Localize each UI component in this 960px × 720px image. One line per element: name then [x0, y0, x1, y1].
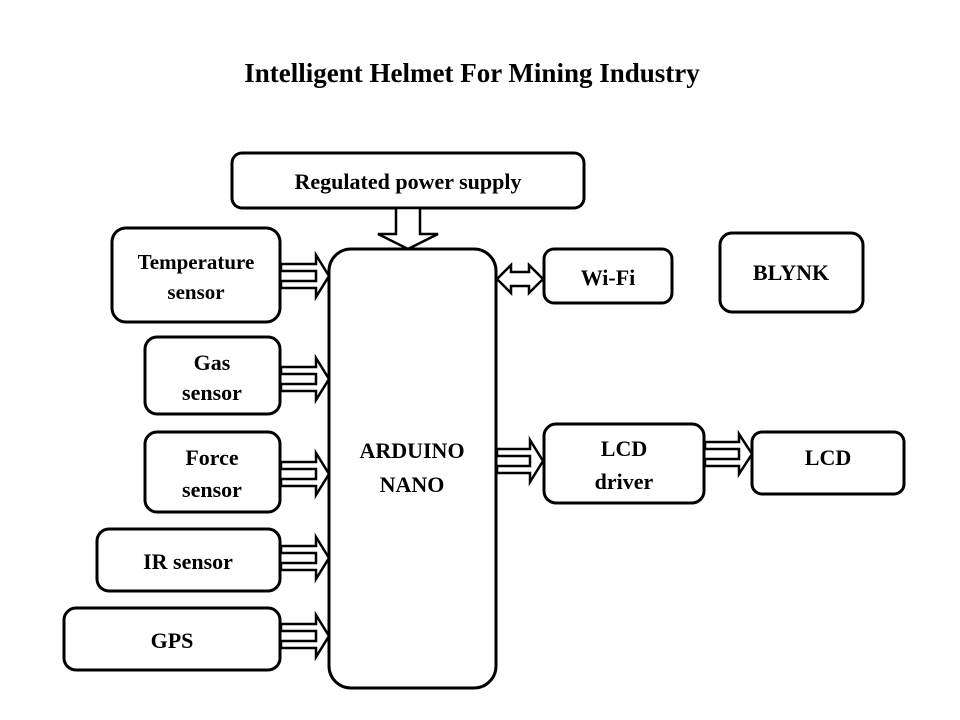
- lcd-driver-to-lcd-arrow: [703, 429, 754, 479]
- arduino-nano-label-line2: NANO: [380, 472, 445, 497]
- arduino-to-lcd-driver-arrow: [495, 435, 545, 487]
- temperature-sensor-label-line1: Temperature: [138, 250, 255, 274]
- ir-sensor-label: IR sensor: [143, 549, 233, 574]
- force-sensor-label-line1: Force: [185, 445, 239, 470]
- gas-sensor-label-line2: sensor: [182, 380, 242, 405]
- power-supply-block: Regulated power supply: [230, 151, 586, 210]
- wifi-label: Wi-Fi: [581, 265, 636, 290]
- gps-label: GPS: [151, 628, 194, 653]
- gas-sensor-block: Gas sensor: [143, 335, 282, 416]
- diagram-title: Intelligent Helmet For Mining Industry: [244, 58, 700, 88]
- ir-sensor-block: IR sensor: [95, 527, 282, 593]
- blynk-label: BLYNK: [753, 260, 829, 285]
- arduino-nano-block: ARDUINO NANO: [327, 247, 498, 690]
- lcd-driver-block: LCD driver: [542, 422, 706, 505]
- gps-to-arduino-arrow: [279, 610, 331, 662]
- lcd-block: LCD: [750, 430, 906, 496]
- gps-block: GPS: [62, 606, 282, 672]
- force-to-arduino-arrow: [279, 448, 331, 500]
- temperature-to-arduino-arrow: [279, 250, 331, 302]
- power-supply-label: Regulated power supply: [295, 169, 522, 194]
- lcd-driver-label-line1: LCD: [601, 436, 647, 461]
- arduino-nano-label-line1: ARDUINO: [359, 438, 464, 463]
- lcd-label: LCD: [805, 445, 851, 470]
- ir-to-arduino-arrow: [279, 532, 331, 584]
- blynk-block: BLYNK: [718, 231, 865, 314]
- gas-to-arduino-arrow: [279, 353, 331, 405]
- power-to-arduino-arrow: [377, 206, 439, 251]
- lcd-driver-label-line2: driver: [595, 469, 654, 494]
- wifi-block: Wi-Fi: [542, 247, 674, 305]
- temperature-sensor-label-line2: sensor: [167, 280, 224, 304]
- force-sensor-block: Force sensor: [143, 430, 282, 514]
- temperature-sensor-block: Temperature sensor: [110, 226, 282, 324]
- gas-sensor-label-line1: Gas: [194, 350, 231, 375]
- arduino-wifi-bidirectional-arrow: [495, 261, 545, 297]
- force-sensor-label-line2: sensor: [182, 477, 242, 502]
